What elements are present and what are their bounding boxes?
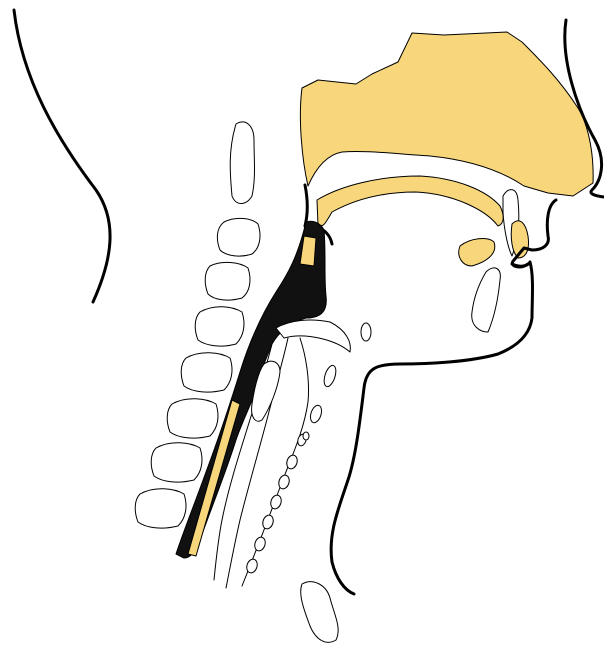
thyroid-cartilage-bottom bbox=[301, 582, 338, 643]
ring bbox=[308, 404, 323, 424]
epiglottis bbox=[276, 320, 350, 352]
vertebra-c2 bbox=[217, 218, 260, 256]
ring bbox=[253, 536, 267, 552]
lower-incisor bbox=[472, 268, 501, 332]
ring bbox=[261, 514, 275, 530]
vertebra-c5 bbox=[181, 353, 232, 392]
vertebra-c7 bbox=[151, 443, 202, 482]
jaw-contour bbox=[331, 262, 532, 594]
palate bbox=[317, 176, 503, 226]
nasal-cavity bbox=[300, 32, 593, 196]
uvula-tip bbox=[459, 239, 495, 266]
occiput-outline bbox=[14, 10, 110, 302]
ring bbox=[269, 494, 283, 510]
vertebra-c6 bbox=[167, 399, 218, 438]
vertebra-c4 bbox=[195, 307, 244, 346]
vertebral-column bbox=[135, 122, 260, 528]
vertebra-c3 bbox=[205, 262, 250, 300]
ring bbox=[322, 364, 338, 388]
ring bbox=[277, 474, 291, 490]
ring bbox=[303, 432, 309, 440]
vertebra-c1 bbox=[230, 122, 254, 204]
hyoid-bone bbox=[361, 323, 371, 341]
vertebra-t1 bbox=[135, 489, 186, 528]
